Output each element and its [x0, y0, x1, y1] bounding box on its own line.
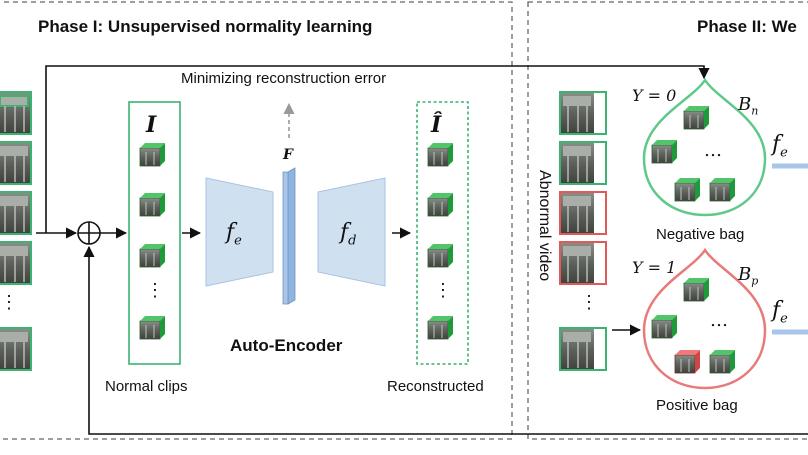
- negative-bag-symbol: Bn: [738, 94, 759, 118]
- decoder-label: fd: [340, 220, 357, 249]
- phase2-panel: [527, 1, 808, 440]
- negative-bag-label: Negative bag: [656, 226, 745, 243]
- minimize-label: Minimizing reconstruction error: [181, 70, 387, 87]
- decoder-block: [317, 177, 386, 287]
- feature-vector-bar: [282, 167, 296, 305]
- recon-symbol: Î: [431, 112, 442, 138]
- negative-y-label: Y = 0: [632, 86, 677, 105]
- pos-fe-label: fe: [772, 298, 788, 327]
- reconstructed-label: Reconstructed: [387, 378, 484, 395]
- encoder-block: [205, 177, 274, 287]
- normal-clips-label: Normal clips: [105, 378, 188, 395]
- negative-ellipsis: …: [704, 140, 722, 161]
- input-video-frames: [0, 91, 32, 371]
- encoder-label: fe: [226, 220, 242, 249]
- abnormal-video-label: Abnormal video: [536, 170, 553, 282]
- positive-ellipsis: …: [710, 310, 728, 331]
- phase1-title: Phase I: Unsupervised normality learning: [38, 17, 373, 36]
- normal-clips-box: [128, 101, 181, 365]
- reconstructed-cubes: [427, 142, 454, 340]
- input-dots: ⋮: [0, 292, 18, 313]
- phase2-title: Phase II: We: [697, 17, 797, 36]
- clips-dots: ⋮: [146, 280, 164, 301]
- neg-fe-label: fe: [772, 132, 788, 161]
- positive-bag-symbol: Bp: [738, 264, 759, 288]
- feedback-arrow: [83, 245, 808, 435]
- reconstructed-box: [416, 101, 469, 365]
- abnormal-dots: ⋮: [580, 292, 598, 313]
- positive-y-label: Y = 1: [632, 258, 677, 277]
- abnormal-video-frames: [559, 91, 607, 371]
- recon-dots: ⋮: [434, 280, 452, 301]
- autoencoder-label: Auto-Encoder: [230, 336, 343, 355]
- input-symbol: I: [146, 112, 157, 138]
- skip-connection-arrow: [45, 65, 710, 233]
- normal-clip-cubes: [139, 142, 166, 340]
- positive-bag-label: Positive bag: [656, 397, 738, 414]
- feature-symbol: F: [283, 147, 293, 163]
